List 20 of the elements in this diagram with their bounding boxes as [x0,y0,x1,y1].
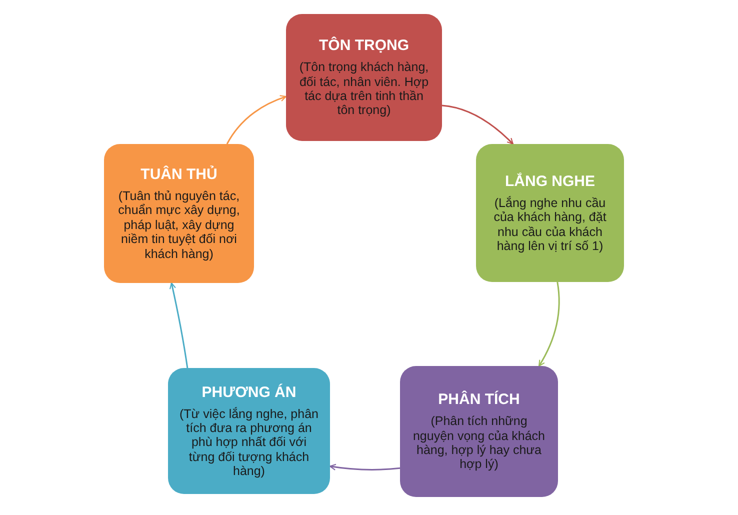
box-description: (Từ việc lắng nghe, phân tích đưa ra phương án phù hợp nhất đối với từng đối tượng khách hàng) [178,406,320,478]
box-description: (Phân tích những nguyện vọng của khách hàng, hợp lý hay chưa hợp lý) [412,414,546,472]
box-title: LẮNG NGHE [505,172,595,190]
box-description: (Tuân thủ nguyên tác, chuẩn mực xây dựng, pháp luật, xây dựng niềm tin tuyệt đối nơi khách hàng) [117,189,241,261]
curved-arrow [329,464,400,470]
process-box [104,144,254,283]
box-title: TUÂN THỦ [140,166,218,184]
box-description: (Tôn trọng khách hàng, đối tác, nhân viên. Hợp tác dựa trên tinh thần tôn trọng) [298,60,430,118]
process-box [168,368,330,494]
box-title: TÔN TRỌNG [319,37,409,54]
curved-arrow [226,95,287,144]
process-box [476,144,624,282]
box-description: (Lắng nghe nhu cầu của khách hàng, đặt nhu cầu của khách hàng lên vị trí số 1) [492,196,608,254]
process-box [400,366,558,497]
process-box [286,14,442,141]
curved-arrow [442,104,514,145]
box-title: PHÂN TÍCH [438,391,520,408]
curved-arrow [169,282,188,368]
curved-arrow [538,282,560,367]
box-title: PHƯƠNG ÁN [202,384,296,401]
